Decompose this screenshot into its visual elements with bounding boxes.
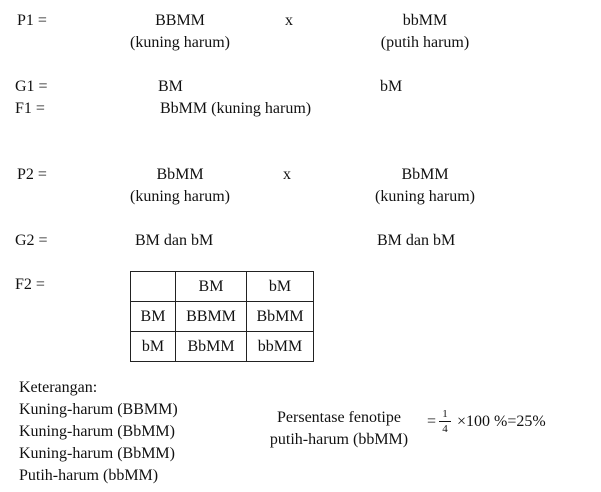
- keterangan-title: Keterangan:: [19, 379, 98, 396]
- punnett-col-header: bM: [246, 271, 314, 302]
- persentase-result: ×100 %=25%: [457, 413, 546, 430]
- p2-left-genotype: BbMM: [156, 166, 204, 183]
- p2-label: P2 =: [17, 166, 47, 183]
- punnett-row-header: bM: [130, 331, 176, 362]
- g1-right-gamete: bM: [380, 78, 403, 95]
- g1-left-gamete: BM: [158, 78, 183, 95]
- punnett-row: bM BbMM bbMM: [130, 331, 314, 362]
- punnett-col-header: BM: [175, 271, 247, 302]
- g1-label: G1 =: [15, 78, 48, 95]
- punnett-row-header: BM: [130, 301, 176, 332]
- p2-left-phenotype: (kuning harum): [130, 188, 230, 205]
- keterangan-item: Putih-harum (bbMM): [19, 467, 159, 484]
- persentase-label-line1: Persentase fenotipe: [277, 409, 401, 426]
- g2-left-gametes: BM dan bM: [135, 232, 214, 249]
- punnett-square: BM bM BM BBMM BbMM bM BbMM bbMM: [130, 271, 314, 362]
- punnett-header-row: BM bM: [130, 271, 314, 302]
- p1-label: P1 =: [17, 12, 47, 29]
- p1-right-genotype: bbMM: [402, 12, 448, 29]
- f1-label: F1 =: [15, 100, 45, 117]
- punnett-cell: BbMM: [246, 301, 314, 332]
- p1-cross-symbol: x: [285, 12, 293, 29]
- persentase-label-line2: putih-harum (bbMM): [269, 431, 409, 448]
- keterangan-item: Kuning-harum (BBMM): [19, 401, 178, 418]
- p1-left-phenotype: (kuning harum): [130, 34, 230, 51]
- p2-cross-symbol: x: [283, 166, 291, 183]
- p1-left-genotype: BBMM: [155, 12, 205, 29]
- p2-right-genotype: BbMM: [401, 166, 449, 183]
- persentase-equals: =: [427, 413, 437, 430]
- g2-right-gametes: BM dan bM: [377, 232, 456, 249]
- f2-label: F2 =: [15, 276, 45, 293]
- f1-value: BbMM (kuning harum): [160, 100, 312, 117]
- punnett-cell: BbMM: [175, 331, 247, 362]
- keterangan-item: Kuning-harum (BbMM): [19, 423, 175, 440]
- punnett-cell: bbMM: [246, 331, 314, 362]
- punnett-row: BM BBMM BbMM: [130, 301, 314, 332]
- g2-label: G2 =: [15, 232, 48, 249]
- keterangan-item: Kuning-harum (BbMM): [19, 445, 175, 462]
- persentase-fraction: 1 4: [439, 408, 451, 435]
- p2-right-phenotype: (kuning harum): [375, 188, 475, 205]
- p1-right-phenotype: (putih harum): [380, 34, 470, 51]
- fraction-denominator: 4: [442, 423, 448, 435]
- punnett-cell: BBMM: [175, 301, 247, 332]
- punnett-corner-cell: [130, 271, 176, 302]
- fraction-numerator: 1: [439, 408, 451, 422]
